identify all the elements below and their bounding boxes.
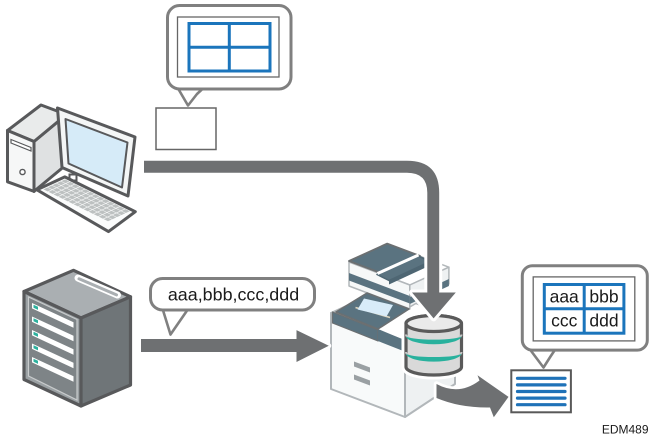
svg-text:ccc: ccc [551, 310, 578, 330]
svg-text:bbb: bbb [589, 287, 618, 307]
svg-text:aaa: aaa [550, 287, 579, 307]
svg-text:aaa,bbb,ccc,ddd: aaa,bbb,ccc,ddd [168, 285, 299, 305]
svg-text:ddd: ddd [589, 310, 618, 330]
svg-text:EDM489: EDM489 [602, 423, 649, 437]
